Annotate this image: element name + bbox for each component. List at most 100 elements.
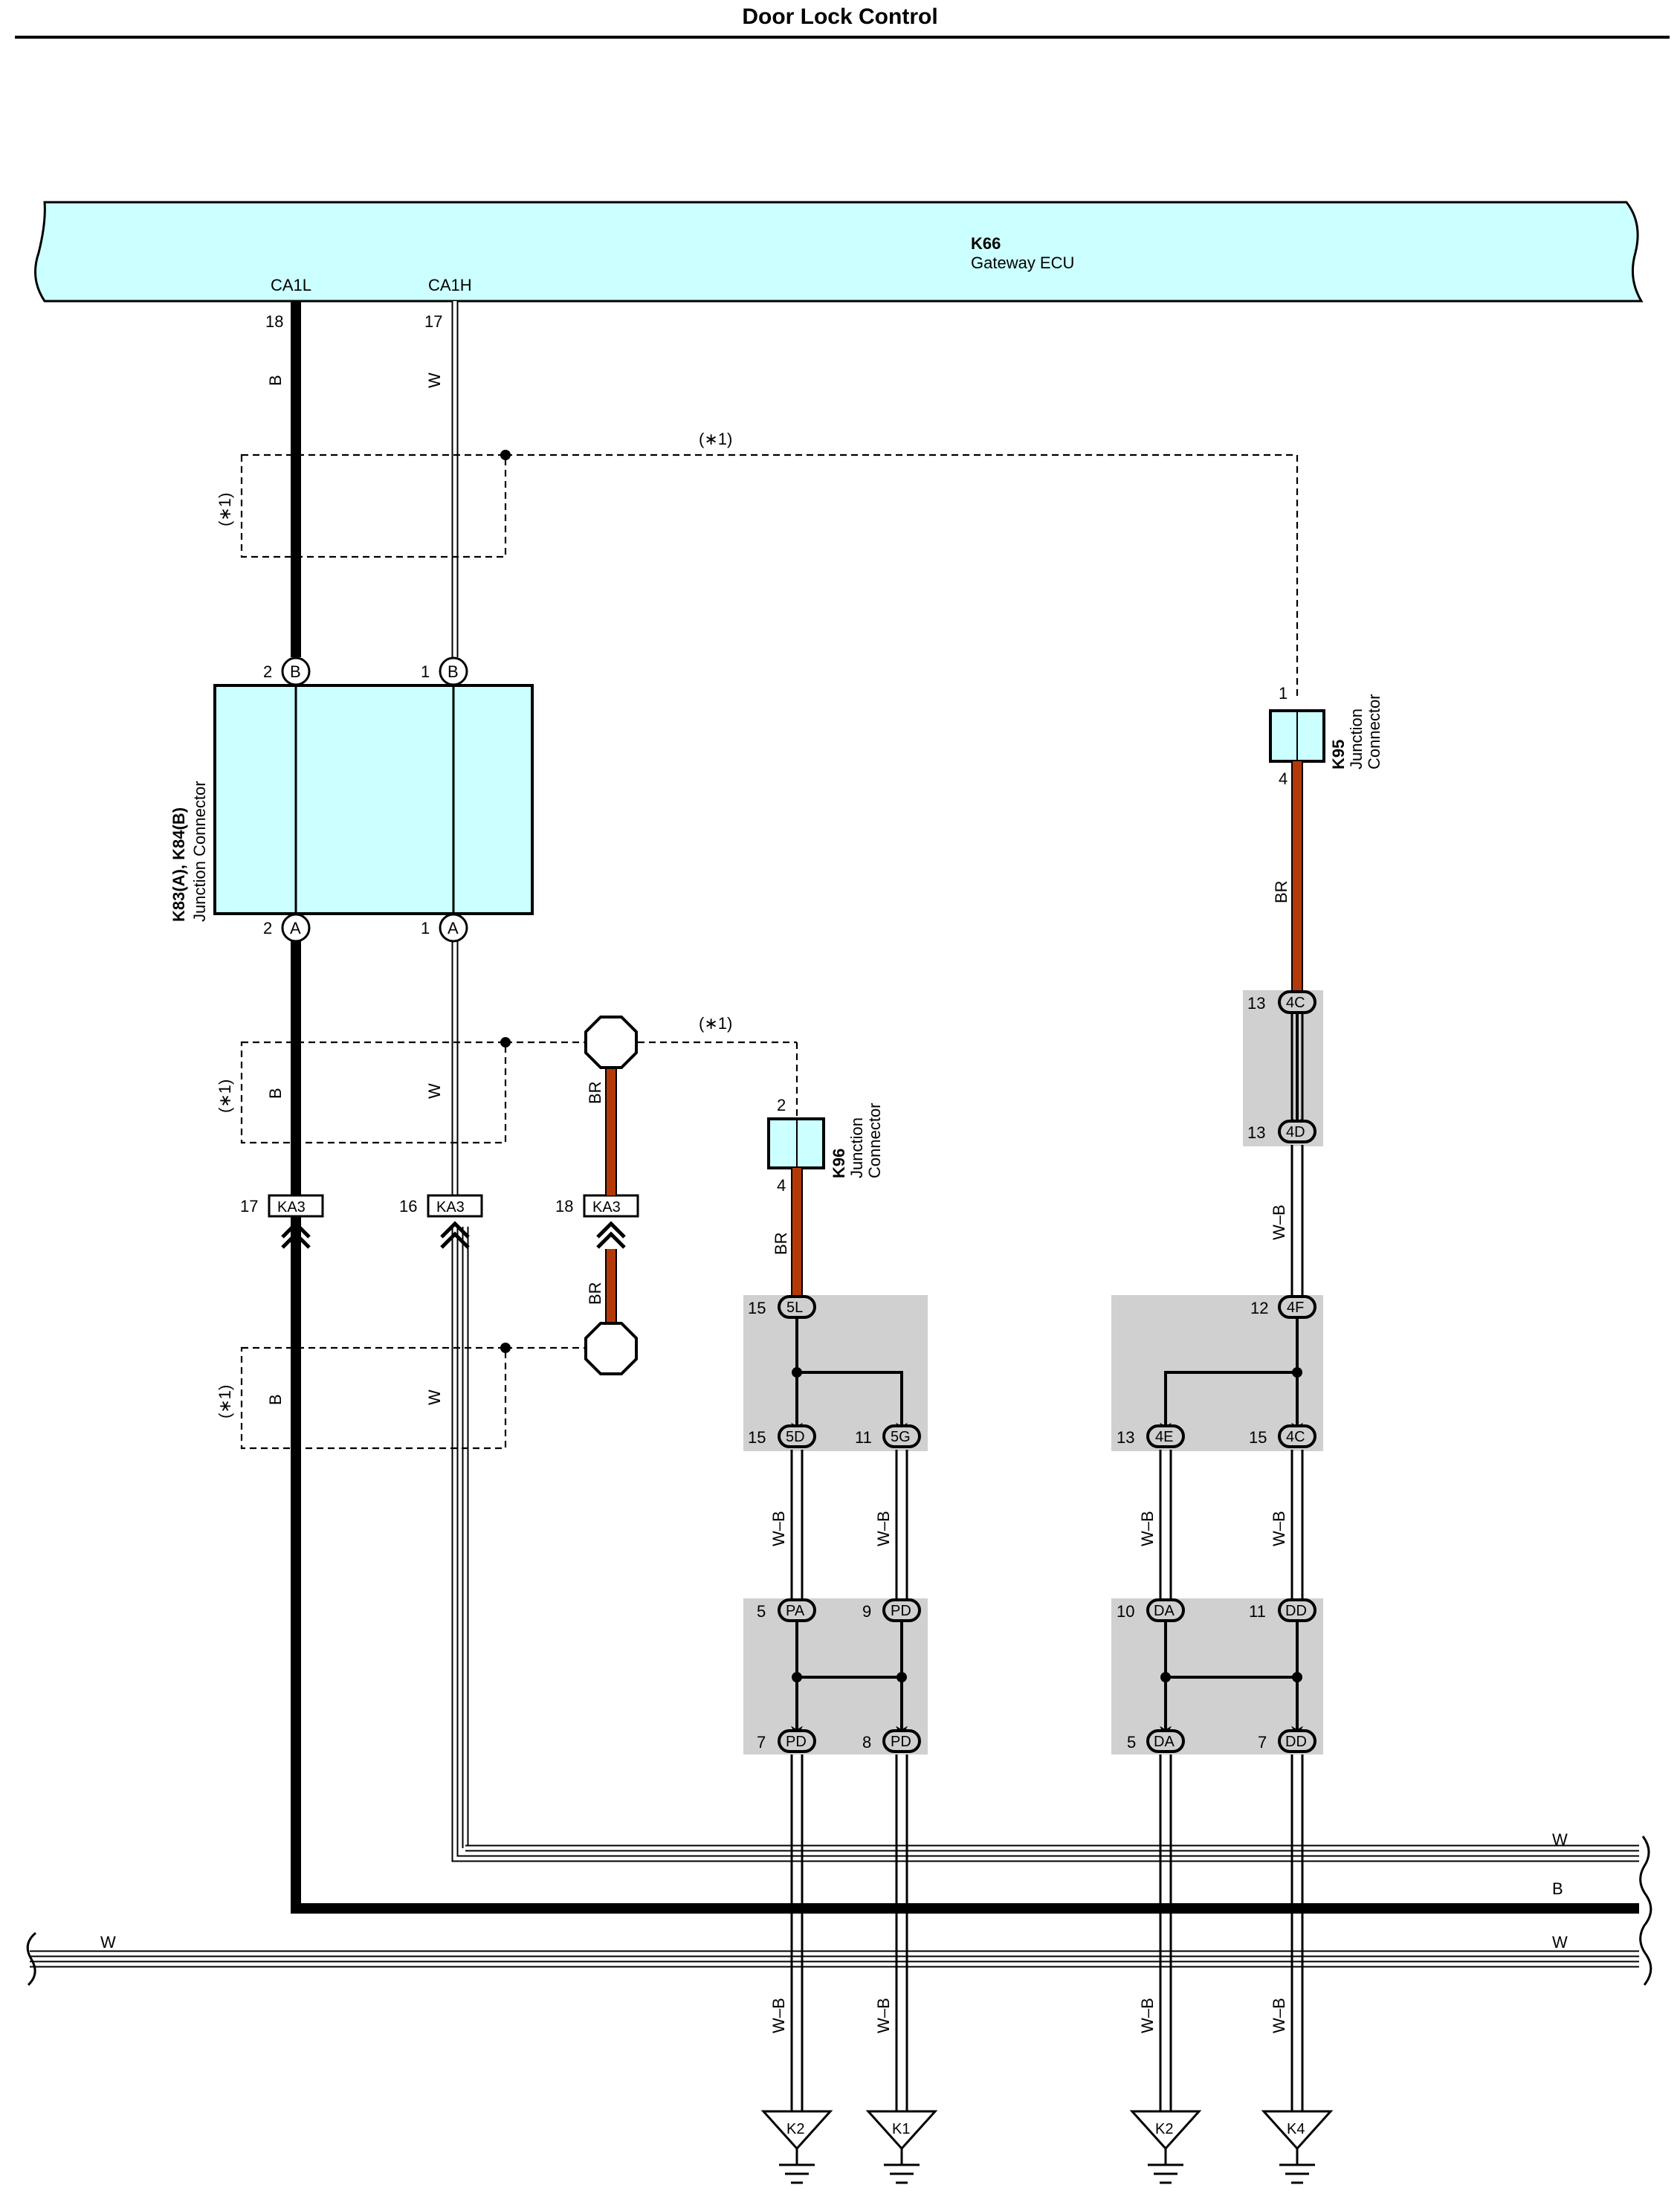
wire-br-ka3: BR BR xyxy=(584,1016,638,1375)
terminal-4c-bottom-pin: 15 xyxy=(1249,1428,1267,1447)
terminal-da-out: DA 5 xyxy=(1127,1729,1185,1753)
terminal-5g-label: 5G xyxy=(891,1429,911,1445)
wire-w-can-h xyxy=(451,301,1639,1862)
ground-k4-label: K4 xyxy=(1287,2121,1305,2137)
terminal-dd-in-pin: 11 xyxy=(1249,1602,1266,1621)
k83-pin-bot-w: 1 xyxy=(421,919,430,937)
k83-letter-top-w: B xyxy=(448,662,459,681)
k83-pin-bot-b: 2 xyxy=(263,919,272,937)
terminal-4e-pin: 13 xyxy=(1117,1428,1134,1447)
label-wb-k2-right: W–B xyxy=(1138,1998,1157,2033)
label-w-top: W xyxy=(425,372,444,388)
terminal-dd-out: DD 7 xyxy=(1258,1729,1316,1753)
terminal-da-in: DA 10 xyxy=(1117,1598,1185,1622)
connector-ka3: KA3 KA3 KA3 17 16 18 xyxy=(240,1194,639,1249)
k83-pin-top-b: 2 xyxy=(263,662,272,681)
terminal-pd-out-left: PD 7 xyxy=(757,1729,816,1753)
k95-pin-top: 1 xyxy=(1279,684,1288,703)
ground-k2-right: K2 xyxy=(1129,2110,1202,2184)
terminal-4e-label: 4E xyxy=(1155,1429,1173,1445)
terminal-pd-out-right: PD 8 xyxy=(862,1729,921,1753)
option-block-2: (∗1) (∗1) xyxy=(216,1014,798,1144)
k83-id: K83(A), K84(B) xyxy=(169,807,188,922)
terminal-pd-out-right-pin: 8 xyxy=(862,1733,871,1752)
terminal-4d: 4D 13 xyxy=(1247,1120,1316,1143)
terminal-pd-in-label: PD xyxy=(891,1603,911,1619)
option-block-3: (∗1) xyxy=(216,1343,584,1450)
terminal-4e: 4E 13 xyxy=(1117,1424,1185,1448)
terminal-da-out-label: DA xyxy=(1154,1734,1175,1750)
note-mid: (∗1) xyxy=(699,1014,732,1033)
terminal-4f-pin: 12 xyxy=(1250,1299,1268,1317)
ground-k4: K4 xyxy=(1261,2110,1334,2184)
junction-connector-k83-k84: B B A A 2 1 2 1 K83(A), K84(B) Junction … xyxy=(169,656,534,943)
k83-letter-top-b: B xyxy=(290,662,301,681)
ground-k1-label: K1 xyxy=(892,2121,910,2137)
terminal-dd-in-label: DD xyxy=(1285,1603,1307,1619)
wire-w-lower-bus xyxy=(26,1836,1652,1986)
wire-b-can-l xyxy=(291,301,1639,1914)
ecu-terminal-h: CA1H xyxy=(428,276,472,294)
k95-id: K95 xyxy=(1329,740,1348,769)
terminal-pd-in-pin: 9 xyxy=(862,1602,871,1621)
page-title: Door Lock Control xyxy=(742,4,938,29)
k83-letter-bot-b: A xyxy=(290,919,301,937)
junction-connector-k95: 1 4 K95 Junction Connector BR xyxy=(1269,684,1383,993)
terminal-5l: 5L 15 xyxy=(748,1295,816,1319)
k95-pin-bot: 4 xyxy=(1279,769,1288,788)
terminal-pa-pin: 5 xyxy=(757,1602,766,1621)
trunk-wire-labels: B W B W B W W B W W xyxy=(100,372,1568,1952)
terminal-dd-out-pin: 7 xyxy=(1258,1733,1267,1752)
label-wb-5d: W–B xyxy=(769,1511,788,1546)
terminal-dd-out-label: DD xyxy=(1285,1734,1307,1750)
note-block-2: (∗1) xyxy=(216,1079,234,1113)
ka3-pin-b: 17 xyxy=(240,1197,258,1216)
terminal-da-in-label: DA xyxy=(1154,1603,1175,1619)
terminal-4f: 4F 12 xyxy=(1250,1295,1316,1319)
note-block-1: (∗1) xyxy=(216,493,234,526)
label-br-k95: BR xyxy=(1272,880,1290,903)
splice-terminals: 4C 13 4D 13 4F 12 4E 13 4C 15 5L 15 xyxy=(748,990,1316,1753)
k96-pin-bot: 4 xyxy=(777,1176,786,1195)
label-br-ka3-bot: BR xyxy=(586,1282,604,1305)
gateway-ecu: K66 Gateway ECU CA1L CA1H 18 17 xyxy=(34,201,1644,331)
terminal-5d: 5D 15 xyxy=(748,1424,816,1448)
ground-k1: K1 xyxy=(865,2110,938,2184)
terminal-5g: 5G 11 xyxy=(855,1424,921,1448)
label-b-low: B xyxy=(266,1394,285,1405)
ecu-pin-18: 18 xyxy=(265,312,283,331)
label-w-low: W xyxy=(425,1389,444,1405)
terminal-5d-pin: 15 xyxy=(748,1428,766,1447)
terminal-4d-label: 4D xyxy=(1286,1124,1305,1140)
ecu-id: K66 xyxy=(971,234,1001,253)
terminal-pd-out-left-pin: 7 xyxy=(757,1733,766,1752)
ecu-name: Gateway ECU xyxy=(971,254,1074,272)
label-w-left: W xyxy=(100,1933,116,1952)
k95-name-1: Junction xyxy=(1347,708,1366,769)
terminal-pd-in: PD 9 xyxy=(862,1598,921,1622)
terminal-pd-out-left-label: PD xyxy=(786,1734,807,1750)
terminal-da-out-pin: 5 xyxy=(1127,1733,1136,1752)
terminal-da-in-pin: 10 xyxy=(1117,1602,1134,1621)
terminal-pa-label: PA xyxy=(786,1603,805,1619)
terminal-4c-top-pin: 13 xyxy=(1247,994,1265,1013)
label-wb-4e: W–B xyxy=(1138,1511,1157,1546)
terminal-5d-label: 5D xyxy=(786,1429,805,1445)
label-wb-k1: W–B xyxy=(874,1998,893,2033)
terminal-4c-bottom: 4C 15 xyxy=(1249,1424,1316,1448)
terminal-5l-pin: 15 xyxy=(748,1299,766,1317)
ecu-pin-17: 17 xyxy=(424,312,442,331)
k96-name-1: Junction xyxy=(847,1117,866,1178)
label-b-mid: B xyxy=(266,1088,285,1099)
title-rule xyxy=(15,36,1670,39)
terminal-4c-bottom-label: 4C xyxy=(1286,1429,1305,1445)
ka3-pin-br: 18 xyxy=(555,1197,573,1216)
option-block-1: (∗1) (∗1) xyxy=(216,430,1299,699)
ground-k2-left: K2 xyxy=(760,2110,833,2184)
ka3-label-w: KA3 xyxy=(436,1199,465,1216)
ground-k2-right-label: K2 xyxy=(1155,2121,1173,2137)
k96-id: K96 xyxy=(830,1149,848,1178)
ka3-label-b: KA3 xyxy=(277,1199,306,1216)
terminal-4d-pin: 13 xyxy=(1247,1123,1265,1142)
